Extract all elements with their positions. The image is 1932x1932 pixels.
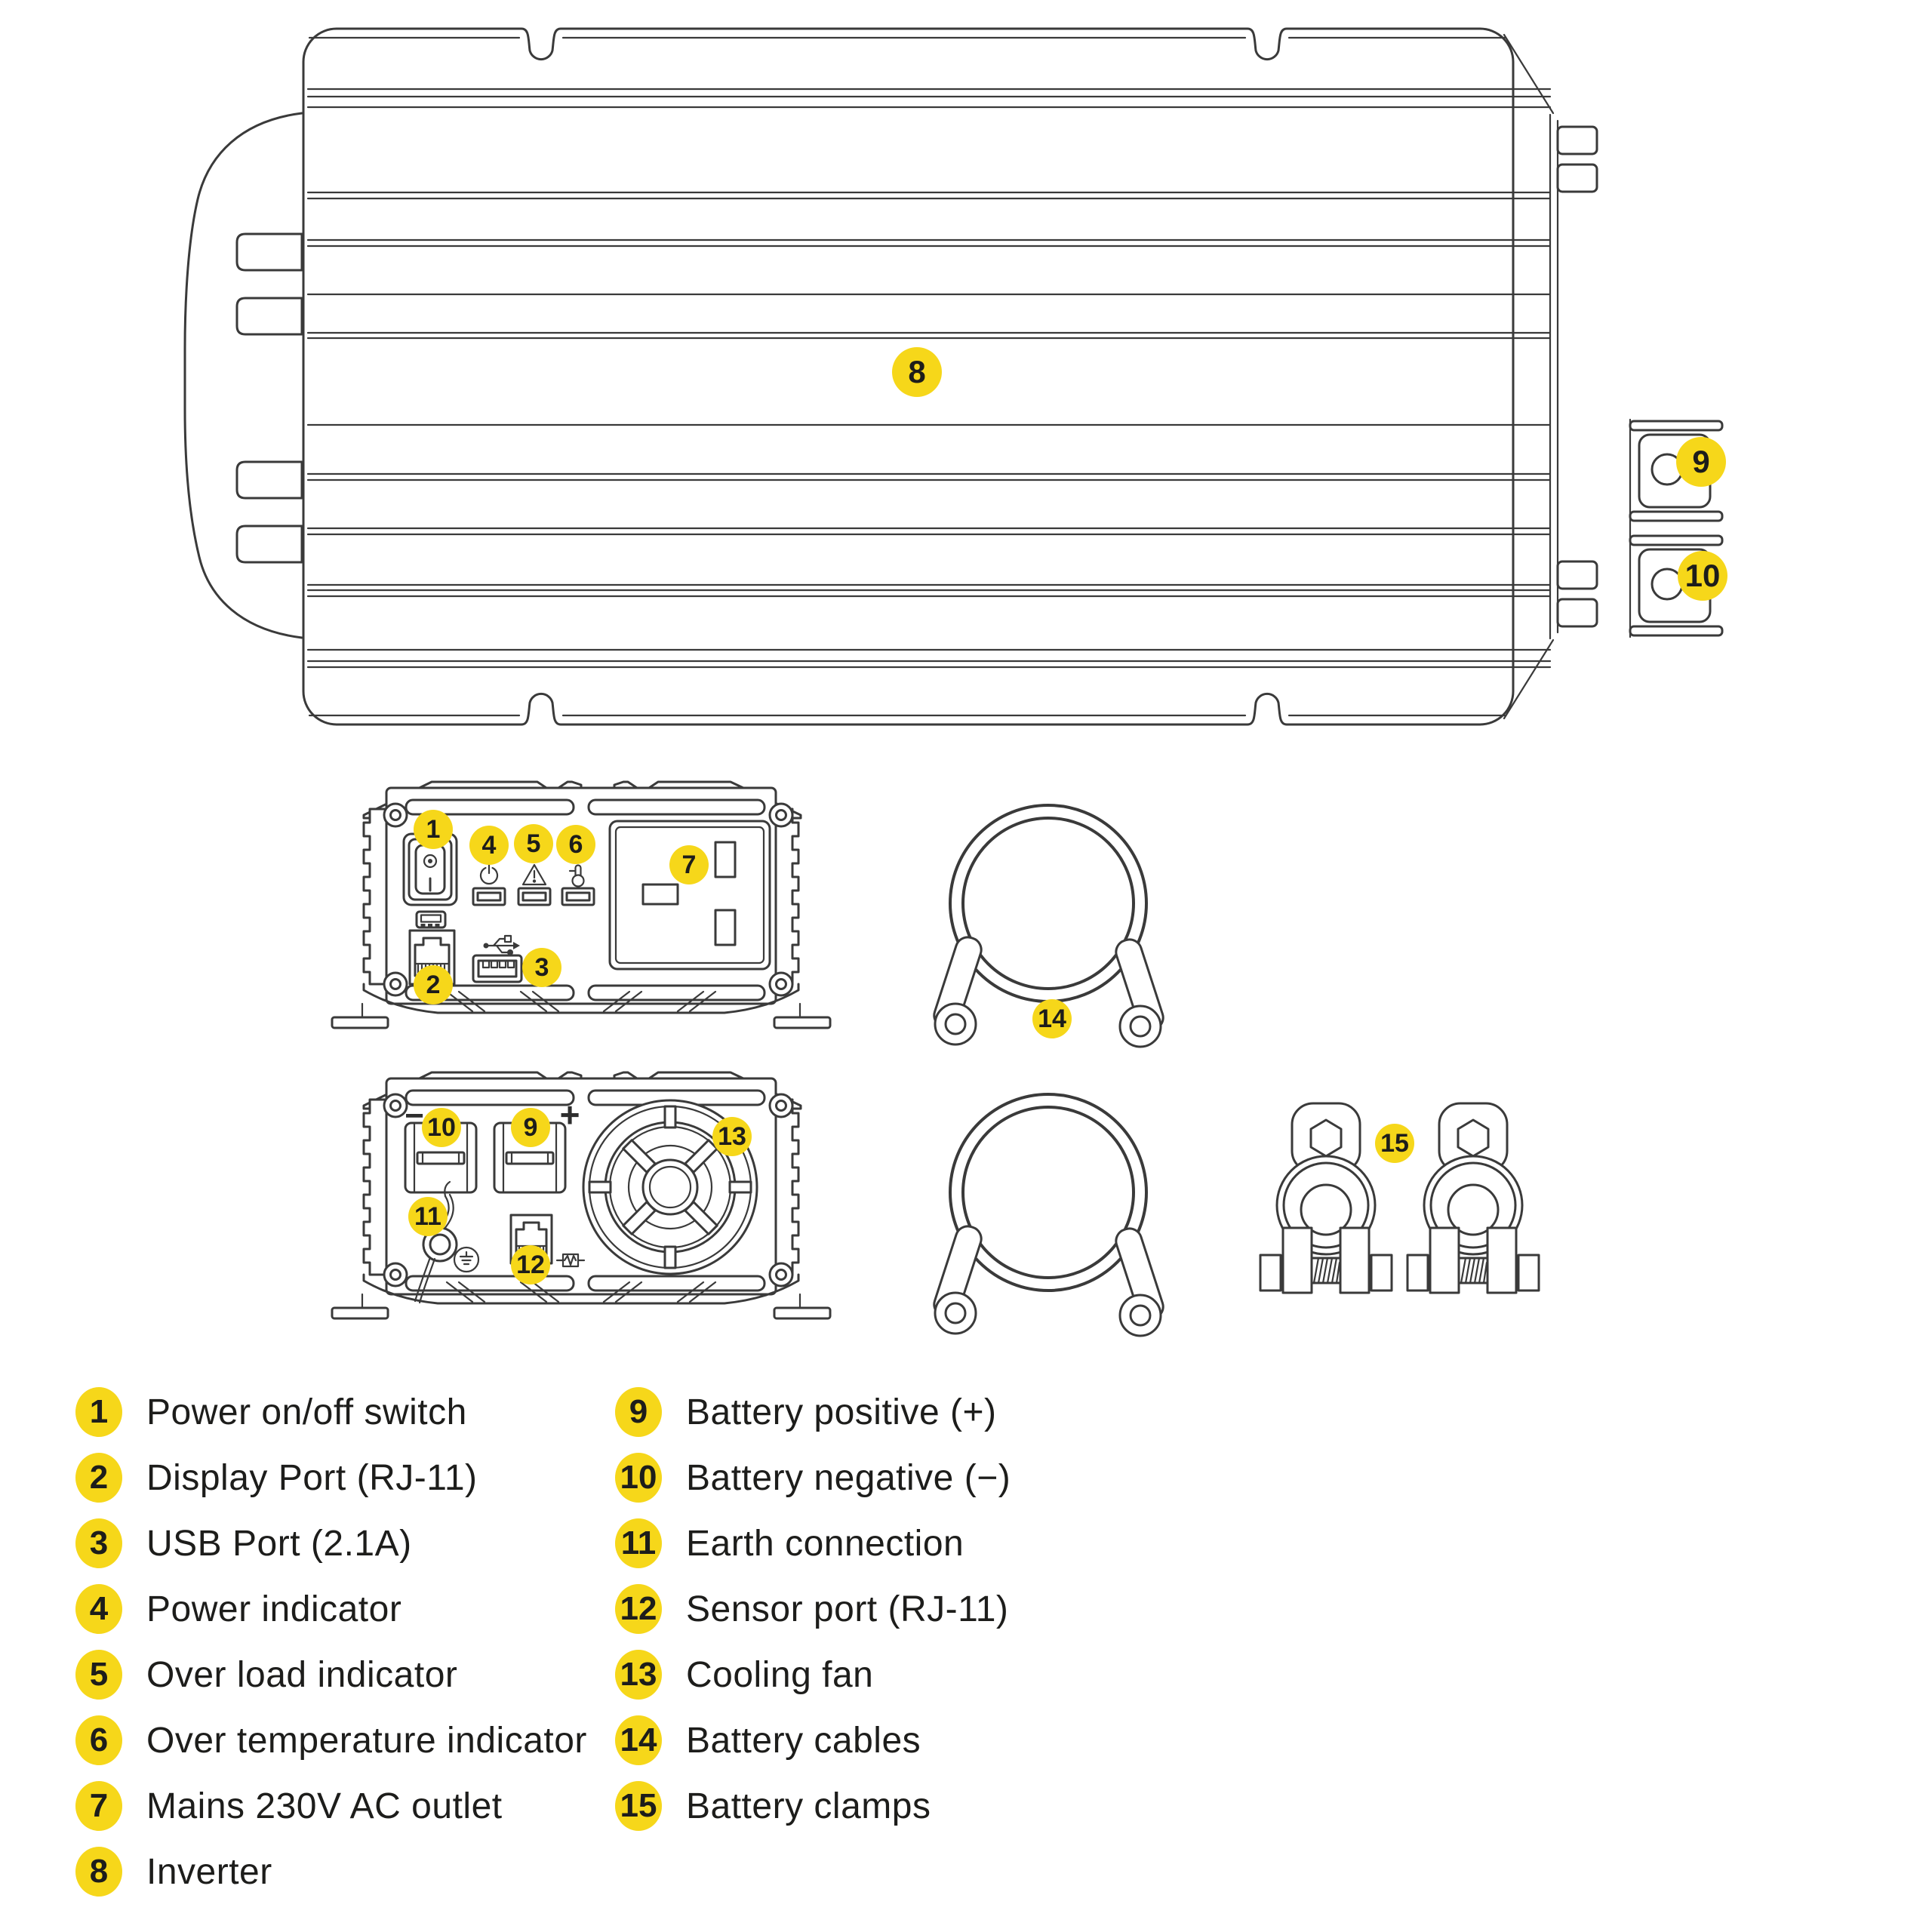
callout-10-rear-badge: 10 <box>422 1108 461 1147</box>
battery-clamp-1 <box>1259 1102 1393 1294</box>
callout-1-badge: 1 <box>414 810 453 849</box>
display-icon <box>415 910 447 929</box>
legend-label-2: Display Port (RJ-11) <box>146 1457 478 1498</box>
legend-label-15: Battery clamps <box>686 1786 931 1826</box>
callout-11-badge: 11 <box>408 1197 448 1236</box>
callout-15-badge: 15 <box>1375 1124 1414 1163</box>
battery-terminal-negative <box>404 1121 478 1194</box>
legend-item-2: 2 Display Port (RJ-11) <box>75 1453 478 1503</box>
callout-7-badge: 7 <box>669 845 709 884</box>
legend-badge-9: 9 <box>615 1387 662 1437</box>
legend-item-7: 7 Mains 230V AC outlet <box>75 1781 503 1831</box>
warning-icon <box>521 863 547 886</box>
legend-label-7: Mains 230V AC outlet <box>146 1786 503 1826</box>
callout-14-badge: 14 <box>1032 999 1072 1038</box>
earth-ground-icon <box>453 1246 480 1273</box>
legend-badge-5: 5 <box>75 1650 122 1700</box>
legend-item-9: 9 Battery positive (+) <box>615 1387 996 1437</box>
inverter-rear-panel: − + <box>331 1071 832 1320</box>
overtemp-indicator-led <box>561 887 595 906</box>
callout-6-badge: 6 <box>556 825 595 864</box>
positive-symbol: + <box>560 1095 580 1134</box>
legend-item-14: 14 Battery cables <box>615 1715 921 1765</box>
power-icon <box>479 862 499 885</box>
top-left-fins <box>183 112 303 639</box>
power-indicator-led <box>472 887 506 906</box>
callout-3-badge: 3 <box>522 948 561 987</box>
legend-label-5: Over load indicator <box>146 1654 458 1695</box>
callout-9-top-badge: 9 <box>1676 437 1726 487</box>
top-groove-lines <box>306 88 1552 669</box>
callout-5-badge: 5 <box>514 824 553 863</box>
legend-item-15: 15 Battery clamps <box>615 1781 931 1831</box>
legend-label-14: Battery cables <box>686 1720 921 1761</box>
legend-badge-4: 4 <box>75 1584 122 1634</box>
legend-badge-10: 10 <box>615 1453 662 1503</box>
legend-badge-1: 1 <box>75 1387 122 1437</box>
callout-10-top-badge: 10 <box>1678 551 1727 601</box>
legend-label-11: Earth connection <box>686 1523 964 1564</box>
legend-label-12: Sensor port (RJ-11) <box>686 1589 1009 1629</box>
legend-item-13: 13 Cooling fan <box>615 1650 873 1700</box>
negative-symbol: − <box>405 1097 424 1134</box>
legend-item-1: 1 Power on/off switch <box>75 1387 467 1437</box>
overload-indicator-led <box>517 887 552 906</box>
callout-12-badge: 12 <box>511 1245 550 1284</box>
callout-2-badge: 2 <box>414 965 453 1004</box>
inverter-front-panel <box>331 780 832 1029</box>
inverter-top-view <box>183 27 1724 726</box>
battery-cable-2 <box>929 1093 1168 1337</box>
legend-item-11: 11 Earth connection <box>615 1518 964 1568</box>
legend-badge-7: 7 <box>75 1781 122 1831</box>
callout-13-badge: 13 <box>712 1117 752 1156</box>
callout-9-rear-badge: 9 <box>511 1108 550 1147</box>
legend-label-9: Battery positive (+) <box>686 1392 997 1432</box>
legend-label-8: Inverter <box>146 1851 272 1892</box>
legend-item-5: 5 Over load indicator <box>75 1650 457 1700</box>
legend-label-4: Power indicator <box>146 1589 402 1629</box>
legend-item-8: 8 Inverter <box>75 1847 272 1897</box>
usb-port <box>472 954 523 983</box>
callout-4-badge: 4 <box>469 826 509 865</box>
battery-terminal-positive <box>493 1121 567 1194</box>
legend-label-6: Over temperature indicator <box>146 1720 587 1761</box>
power-switch <box>402 832 458 906</box>
callout-8-badge: 8 <box>892 347 942 397</box>
legend-item-6: 6 Over temperature indicator <box>75 1715 587 1765</box>
legend-badge-13: 13 <box>615 1650 662 1700</box>
legend-label-13: Cooling fan <box>686 1654 874 1695</box>
legend-item-4: 4 Power indicator <box>75 1584 401 1634</box>
legend-badge-2: 2 <box>75 1453 122 1503</box>
ac-outlet <box>608 820 771 971</box>
legend-badge-8: 8 <box>75 1847 122 1897</box>
resistor-icon <box>555 1253 586 1268</box>
earth-connection-drawing <box>414 1180 458 1304</box>
legend-item-10: 10 Battery negative (−) <box>615 1453 1011 1503</box>
usb-icon <box>483 934 520 955</box>
legend-badge-3: 3 <box>75 1518 122 1568</box>
temperature-icon <box>568 864 585 888</box>
legend-badge-15: 15 <box>615 1781 662 1831</box>
battery-clamp-2 <box>1406 1102 1540 1294</box>
legend-badge-12: 12 <box>615 1584 662 1634</box>
legend-label-1: Power on/off switch <box>146 1392 467 1432</box>
legend-item-12: 12 Sensor port (RJ-11) <box>615 1584 1008 1634</box>
legend-label-3: USB Port (2.1A) <box>146 1523 412 1564</box>
legend-badge-6: 6 <box>75 1715 122 1765</box>
legend-label-10: Battery negative (−) <box>686 1457 1011 1498</box>
legend-badge-11: 11 <box>615 1518 662 1568</box>
legend-item-3: 3 USB Port (2.1A) <box>75 1518 412 1568</box>
legend-badge-14: 14 <box>615 1715 662 1765</box>
